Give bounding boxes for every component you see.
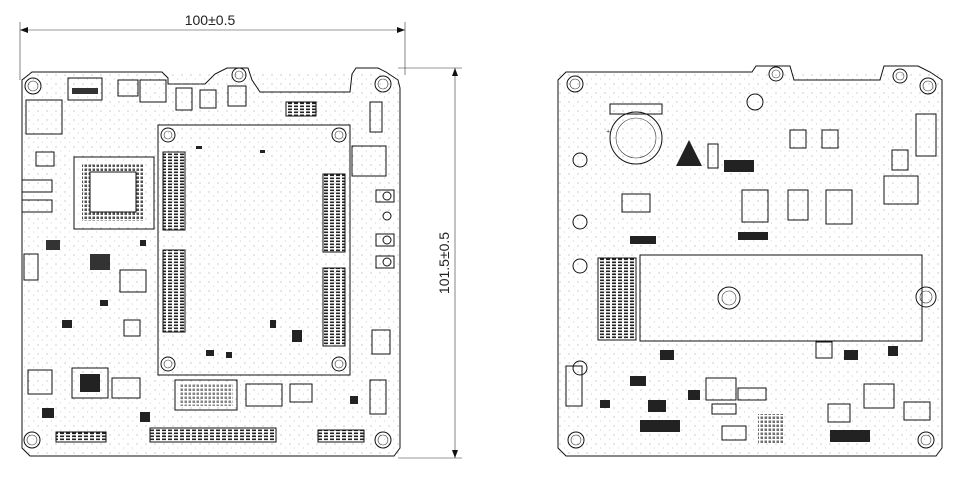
mounting-holes-bottom <box>566 66 937 449</box>
board-bottom-view: + <box>557 65 943 457</box>
left-edge-components <box>21 99 147 395</box>
som-module-outline <box>157 124 351 376</box>
height-dimension: 101.5±0.5 <box>398 67 462 459</box>
width-dimension: 100±0.5 <box>19 12 406 80</box>
bottom-edge-components <box>55 329 391 443</box>
height-label: 101.5±0.5 <box>436 232 452 294</box>
right-edge-components <box>351 145 395 269</box>
b2b-connectors <box>162 151 346 347</box>
main-processor <box>73 156 155 230</box>
passive-components <box>42 146 358 422</box>
bottom-side-components <box>565 113 937 444</box>
svg-text:+: + <box>606 129 610 135</box>
top-edge-components <box>67 77 383 133</box>
board-top-view <box>21 67 401 457</box>
m2-card-slot <box>597 254 937 342</box>
width-label: 100±0.5 <box>185 12 236 28</box>
mounting-holes <box>23 67 392 449</box>
coin-cell-battery: + <box>606 103 702 166</box>
